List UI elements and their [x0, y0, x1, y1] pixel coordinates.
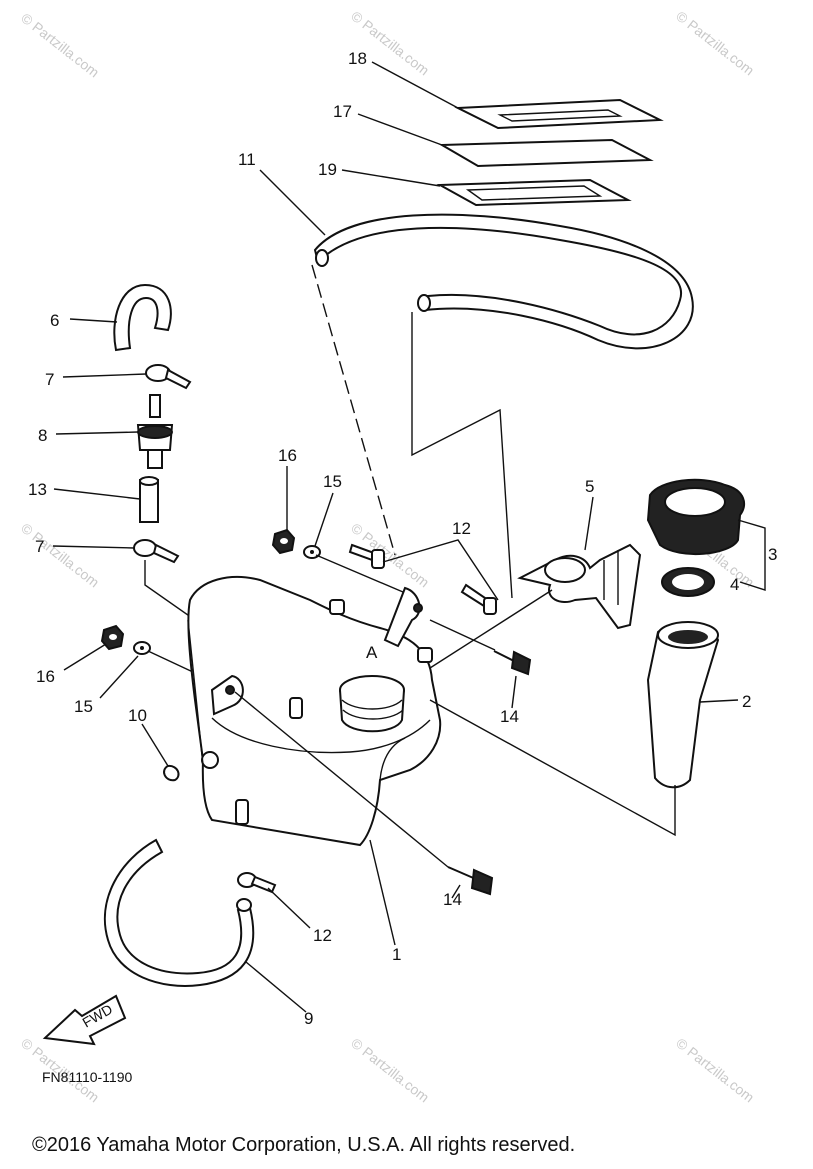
clip-12-a[interactable]	[348, 543, 385, 569]
hose-6[interactable]	[113, 283, 172, 352]
leader-6	[69, 318, 118, 323]
leader-2	[699, 699, 739, 703]
plate-17[interactable]	[438, 138, 654, 168]
leader-10	[141, 723, 169, 767]
valve-8[interactable]	[136, 394, 174, 469]
clamp-7-top[interactable]	[145, 364, 192, 390]
filler-neck-2[interactable]	[646, 621, 720, 789]
clamp-7-lower[interactable]	[133, 539, 180, 564]
leader-9	[245, 961, 307, 1013]
part-number-7[interactable]: 7	[45, 370, 54, 389]
leader-18	[371, 61, 459, 109]
part-number-12[interactable]: 12	[452, 519, 471, 538]
plate-19[interactable]	[436, 178, 632, 207]
part-number-14[interactable]: 14	[500, 707, 519, 726]
leader-17	[357, 113, 443, 146]
leader-11-to-tank	[311, 264, 396, 556]
part-number-4[interactable]: 4	[730, 575, 739, 594]
hose-9[interactable]	[103, 838, 255, 987]
leader-15-top	[314, 492, 334, 547]
watermark: © Partzilla.com	[18, 520, 102, 591]
leader-16-left	[63, 643, 107, 671]
part-number-9[interactable]: 9	[304, 1009, 313, 1028]
watermark-group: © Partzilla.com © Partzilla.com © Partzi…	[18, 8, 757, 1106]
leader-14-right-route	[429, 619, 496, 651]
leader-7-lower	[52, 545, 135, 549]
watermark: © Partzilla.com	[348, 1035, 432, 1106]
part-number-15[interactable]: 15	[74, 697, 93, 716]
watermark: © Partzilla.com	[673, 8, 757, 79]
leader-13	[53, 488, 141, 500]
copyright-notice: ©2016 Yamaha Motor Corporation, U.S.A. A…	[32, 1134, 576, 1156]
cap-3[interactable]	[646, 478, 746, 556]
bolt-14-lower[interactable]	[447, 866, 494, 896]
plate-18[interactable]	[454, 98, 664, 130]
leader-5-route	[429, 589, 553, 669]
tube-13[interactable]	[139, 476, 159, 523]
part-number-3[interactable]: 3	[768, 545, 777, 564]
clip-12-b[interactable]	[460, 583, 497, 615]
part-number-6[interactable]: 6	[50, 311, 59, 330]
leader-11	[259, 169, 326, 236]
tank-edge-line	[187, 619, 204, 766]
part-number-2[interactable]: 2	[742, 692, 751, 711]
bracket-5[interactable]	[517, 543, 642, 630]
leader-3	[737, 519, 766, 591]
diagram-code: FN81110-1190	[42, 1069, 132, 1085]
nut-16-left[interactable]	[100, 624, 125, 651]
part-number-10[interactable]: 10	[128, 706, 147, 725]
leader-14-lower	[451, 884, 461, 899]
watermark: © Partzilla.com	[673, 1035, 757, 1106]
clip-10[interactable]	[163, 764, 180, 782]
part-number-16[interactable]: 16	[36, 667, 55, 686]
leader-15-left	[99, 655, 139, 699]
hose-11[interactable]	[313, 213, 694, 350]
watermark: © Partzilla.com	[18, 10, 102, 81]
leader-14-right	[511, 675, 517, 709]
washer-15-top[interactable]	[303, 545, 321, 559]
part-number-12[interactable]: 12	[313, 926, 332, 945]
leader-11-route	[411, 312, 513, 599]
fwd-arrow: FWD	[42, 994, 127, 1046]
nut-16-top[interactable]	[271, 528, 296, 555]
part-number-18[interactable]: 18	[348, 49, 367, 68]
part-number-19[interactable]: 19	[318, 160, 337, 179]
part-number-8[interactable]: 8	[38, 426, 47, 445]
washer-15-left[interactable]	[133, 641, 151, 655]
leader-7-top	[62, 373, 147, 378]
leader-15-top-route	[315, 554, 411, 596]
leader-19	[341, 169, 441, 187]
tank-mark: A	[366, 643, 378, 662]
part-number-17[interactable]: 17	[333, 102, 352, 121]
leader-14-lower-route	[234, 691, 449, 868]
leader-2-route	[429, 699, 676, 837]
leader-8	[55, 431, 139, 435]
part-number-15[interactable]: 15	[323, 472, 342, 491]
leader-5	[584, 496, 594, 551]
part-number-13[interactable]: 13	[28, 480, 47, 499]
leader-1	[369, 839, 396, 946]
bolt-14-right[interactable]	[493, 650, 532, 676]
part-number-11[interactable]: 11	[238, 150, 256, 169]
leader-12-bottom	[267, 887, 311, 929]
leader-12-top	[382, 539, 499, 601]
part-number-5[interactable]: 5	[585, 477, 594, 496]
gasket-4[interactable]	[661, 567, 715, 597]
part-number-1[interactable]: 1	[392, 945, 401, 964]
part-number-14[interactable]: 14	[443, 890, 462, 909]
oil-tank-1[interactable]	[187, 576, 442, 847]
part-number-16[interactable]: 16	[278, 446, 297, 465]
part-number-7[interactable]: 7	[35, 537, 44, 556]
